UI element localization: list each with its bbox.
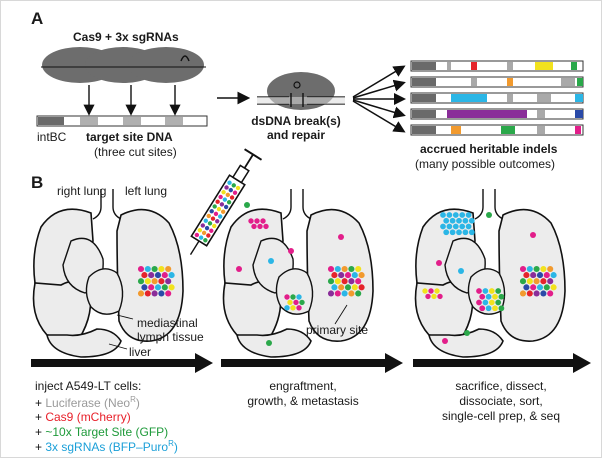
mediastinal-label-1: mediastinal	[137, 316, 198, 330]
inject-list: + Luciferase (NeoR)+ Cas9 (mCherry)+ ~10…	[35, 395, 178, 455]
dsdna-break-complex	[257, 72, 345, 110]
break-label-2: and repair	[266, 128, 326, 142]
stage3-line2: dissociate, sort,	[459, 394, 543, 408]
lung-set	[414, 189, 566, 358]
cas9-title: Cas9 + 3x sgRNAs	[73, 30, 179, 44]
inject-item: + ~10x Target Site (GFP)	[35, 424, 169, 439]
outcome-bar	[410, 60, 584, 72]
syringe	[189, 148, 263, 255]
target-site-label: target site DNA	[86, 130, 173, 144]
outcome-arrows	[352, 65, 406, 133]
break-label-1: dsDNA break(s)	[251, 114, 341, 128]
timeline-arrows	[31, 353, 591, 373]
target-site-dna-bar	[36, 115, 208, 127]
outcome-bar	[410, 108, 584, 120]
leader-lines	[108, 304, 348, 350]
stage2-line1: engraftment,	[269, 379, 337, 393]
lung-set	[222, 189, 374, 358]
indel-outcome-bars	[410, 60, 584, 136]
stage3-line3: single-cell prep, & seq	[441, 409, 561, 423]
panel-label-a: A	[31, 9, 44, 28]
outcome-bar	[410, 92, 584, 104]
stage2-line2: growth, & metastasis	[247, 394, 359, 408]
indels-title: accrued heritable indels	[420, 142, 558, 156]
inject-title: inject A549-LT cells:	[35, 379, 142, 393]
left-lung-label: left lung	[125, 184, 168, 198]
right-lung-label: right lung	[57, 184, 107, 198]
mediastinal-label-2: lymph tissue	[137, 330, 204, 344]
stage3-line1: sacrifice, dissect,	[455, 379, 547, 393]
inject-item: + Cas9 (mCherry)	[35, 410, 131, 425]
primary-site-label: primary site	[306, 323, 369, 337]
liver-label: liver	[129, 345, 152, 359]
inject-item: + 3x sgRNAs (BFP–PuroR)	[35, 439, 178, 455]
outcome-bar	[410, 124, 584, 136]
lung-set	[32, 189, 184, 358]
intbc-label: intBC	[37, 130, 67, 144]
inject-item: + Luciferase (NeoR)	[35, 395, 140, 410]
cas9-complex-3	[128, 47, 206, 116]
cas9-complexes	[41, 47, 206, 116]
panel-label-b: B	[31, 173, 44, 192]
indels-sub: (many possible outcomes)	[415, 157, 556, 171]
outcome-bar	[410, 76, 584, 88]
target-site-sub: (three cut sites)	[94, 145, 177, 159]
lung-illustrations	[32, 189, 566, 358]
